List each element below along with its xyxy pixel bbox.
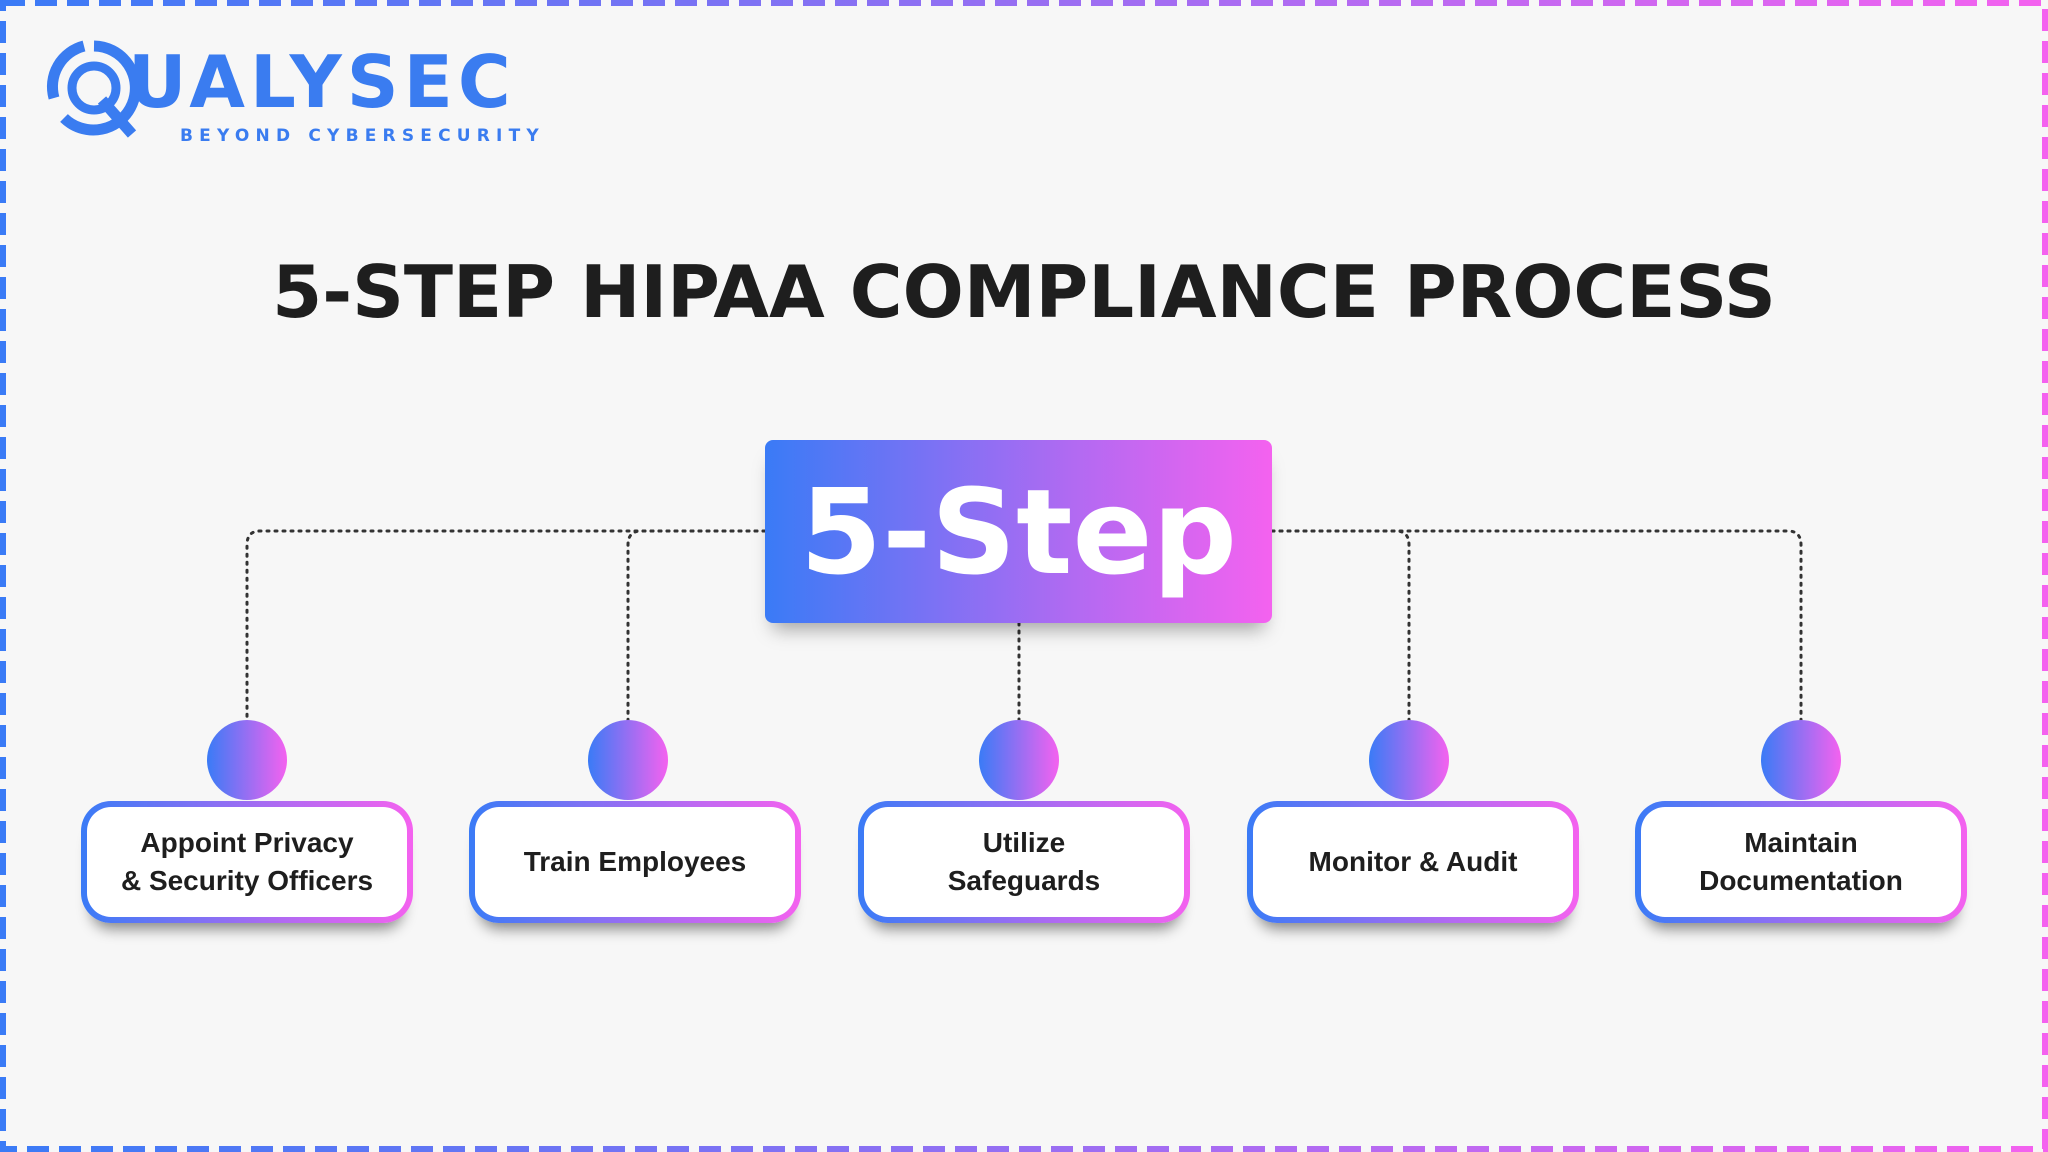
logo-q-icon [46, 40, 141, 138]
step-dot-3 [979, 720, 1059, 800]
step-dot-5 [1761, 720, 1841, 800]
step-box-utilize-safeguards: Utilize Safeguards [858, 801, 1190, 923]
step-label: Maintain Documentation [1641, 807, 1961, 917]
connector-lines [245, 529, 1803, 724]
step-box-maintain-documentation: Maintain Documentation [1635, 801, 1967, 923]
step-dot-1 [207, 720, 287, 800]
logo-wordmark: UALYSEC [128, 40, 516, 124]
page-title: 5-STEP HIPAA COMPLIANCE PROCESS [272, 250, 1776, 334]
step-label: Monitor & Audit [1253, 807, 1573, 917]
step-box-appoint-officers: Appoint Privacy & Security Officers [81, 801, 413, 923]
step-label: Appoint Privacy & Security Officers [87, 807, 407, 917]
logo-tagline: BEYOND CYBERSECURITY [180, 126, 545, 146]
step-box-monitor-audit: Monitor & Audit [1247, 801, 1579, 923]
step-label: Train Employees [475, 807, 795, 917]
center-step-box: 5-Step [765, 440, 1272, 623]
step-dot-2 [588, 720, 668, 800]
step-dot-4 [1369, 720, 1449, 800]
step-box-train-employees: Train Employees [469, 801, 801, 923]
center-step-label: 5-Step [800, 462, 1237, 601]
step-label: Utilize Safeguards [864, 807, 1184, 917]
